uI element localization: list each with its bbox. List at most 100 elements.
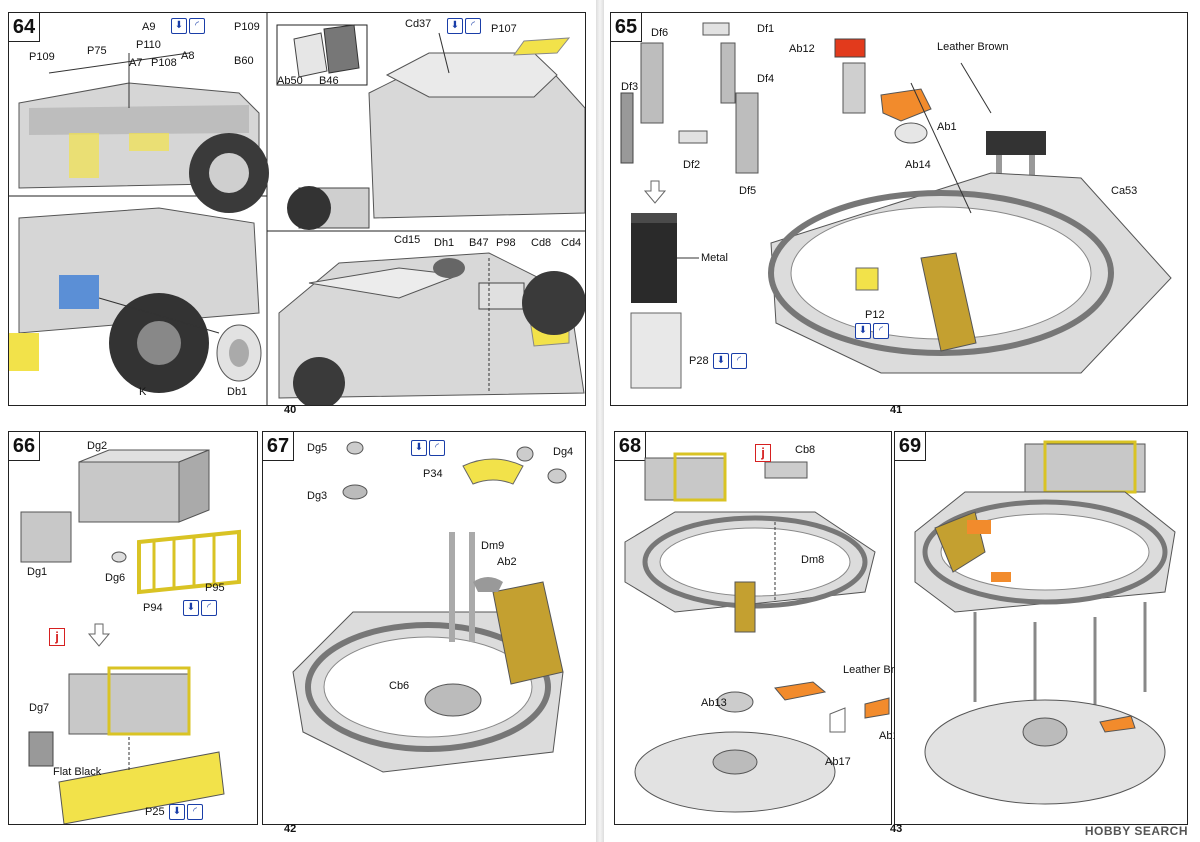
label-df4: Df4 [757,73,775,85]
step-68-panel: 68 j Cb8 Dm8 Ab13 Leather Brown Ab15 Ab1… [614,431,915,825]
glue-icon: ⬇ [447,18,463,34]
label-leather-brown: Leather Brown [937,41,1009,53]
glue-icon: ⬇ [169,804,185,820]
step-number: 65 [611,13,642,42]
label-ca53: Ca53 [1111,185,1138,197]
label-a8: A8 [181,50,195,62]
glue-icon: ⬇ [713,353,729,369]
label-dg2: Dg2 [87,440,108,452]
paint-badge: ⬇◜ [713,353,747,369]
label-flat-black: Flat Black [53,766,102,778]
label-ab13: Ab13 [701,697,727,709]
label-cd15: Cd15 [394,234,421,246]
step-65-illustration [620,22,1172,389]
label-dg7: Dg7 [29,702,50,714]
label-dm9: Dm9 [481,540,505,552]
step-66-illustration [20,449,241,824]
paint-badge: ⬇◜ [171,18,205,34]
label-df5: Df5 [739,185,757,197]
j-mark: j [755,444,771,462]
label-df2: Df2 [683,159,701,171]
label-p28: P28 [689,355,709,367]
step-64-illustration [9,13,585,405]
label-a7: A7 [129,57,143,69]
label-df6: Df6 [651,27,669,39]
label-ab50: Ab50 [277,75,303,87]
label-ab1: Ab1 [937,121,957,133]
j-mark: j [49,628,65,646]
label-p107: P107 [491,23,517,35]
paint-badge: ⬇◜ [183,600,217,616]
label-b47: B47 [469,237,489,249]
page-number: 40 [284,404,297,416]
page-42: 66 Dg2 Dg1 Dg6 P95 P94 ⬇◜ j Dg7 Flat Bla… [0,421,596,842]
cement-icon: ◜ [465,18,481,34]
page-number: 41 [890,404,903,416]
glue-icon: ⬇ [411,440,427,456]
cement-icon: ◜ [187,804,203,820]
glue-icon: ⬇ [855,323,871,339]
cement-icon: ◜ [873,323,889,339]
label-db1: Db1 [227,386,248,398]
label-ab2: Ab2 [497,556,517,568]
glue-icon: ⬇ [171,18,187,34]
step-67-illustration [292,441,567,773]
label-p109: P109 [234,21,260,33]
label-df3: Df3 [621,81,639,93]
label-dg6: Dg6 [105,572,126,584]
step-69-illustration [914,440,1176,805]
label-p108: P108 [151,57,177,69]
cement-icon: ◜ [201,600,217,616]
step-65-panel: 65 [610,12,1188,406]
label-dg4: Dg4 [553,446,574,458]
label-metal: Metal [701,252,728,264]
label-ab12: Ab12 [789,43,815,55]
label-p109b: P109 [29,51,55,63]
label-b60: B60 [234,55,254,67]
page-43: 68 j Cb8 Dm8 Ab13 Leather Brown Ab15 Ab1… [604,421,1200,842]
label-cb6: Cb6 [389,680,410,692]
label-a9: A9 [142,21,156,33]
paint-badge: ⬇◜ [447,18,481,34]
cement-icon: ◜ [731,353,747,369]
label-dg1: Dg1 [27,566,48,578]
step-number: 68 [615,432,646,461]
watermark-logo: HOBBY SEARCH [1084,824,1188,838]
label-b46: B46 [319,75,339,87]
page-41: 65 [604,0,1200,421]
step-67-panel: 67 Dg5 Dg3 ⬇◜ Dg4 P34 Dm9 Ab2 Cb6 [262,431,586,825]
step-number: 67 [263,432,294,461]
label-dm8: Dm8 [801,554,825,566]
label-p25: P25 [145,806,165,818]
step-number: 69 [895,432,926,461]
label-p98: P98 [496,237,516,249]
label-df1: Df1 [757,23,775,35]
label-ab17: Ab17 [825,756,851,768]
label-p95: P95 [205,582,225,594]
label-p34: P34 [423,468,443,480]
glue-icon: ⬇ [183,600,199,616]
book-gutter [596,0,604,842]
label-p12: P12 [865,309,885,321]
label-k: K [139,386,147,398]
label-p94: P94 [143,602,163,614]
label-p110: P110 [136,39,161,51]
step-68-illustration [624,452,890,813]
label-cd37: Cd37 [405,18,432,30]
step-number: 66 [9,432,40,461]
paint-badge: ⬇◜ [169,804,203,820]
label-cb8: Cb8 [795,444,816,456]
step-64-panel: 64 [8,12,586,406]
step-66-panel: 66 Dg2 Dg1 Dg6 P95 P94 ⬇◜ j Dg7 Flat Bla… [8,431,258,825]
label-dg3: Dg3 [307,490,328,502]
page-40: 64 [0,0,596,421]
paint-badge: ⬇◜ [411,440,445,456]
label-cd8: Cd8 [531,237,552,249]
label-ab14: Ab14 [905,159,931,171]
step-69-panel: 69 [894,431,1188,825]
label-p75: P75 [87,45,107,57]
page-number: 43 [890,823,903,835]
cement-icon: ◜ [189,18,205,34]
step-number: 64 [9,13,40,42]
label-cd4: Cd4 [561,237,582,249]
